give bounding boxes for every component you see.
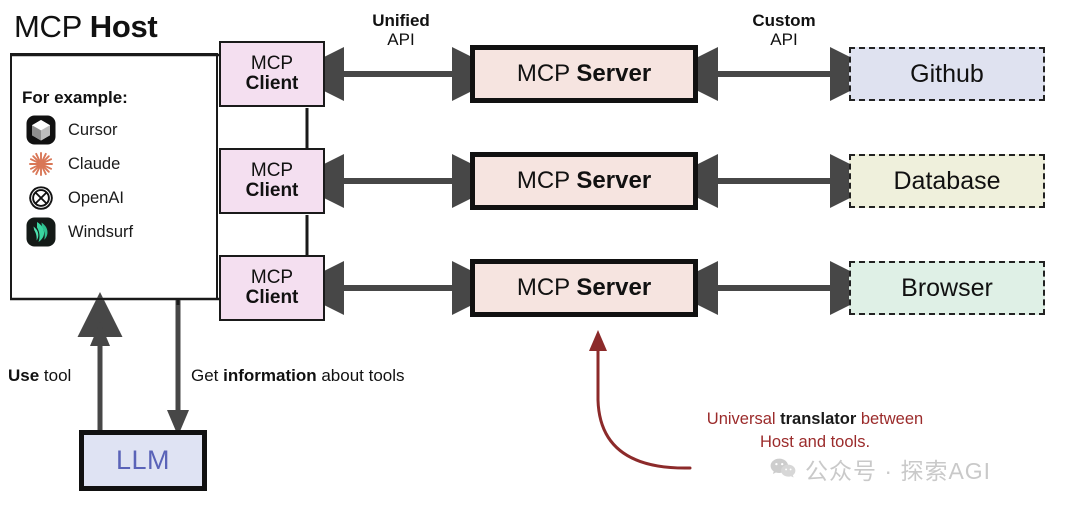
title-regular: MCP [14,9,90,44]
llm-box[interactable]: LLM [79,430,207,491]
annotation-line1-bold: translator [780,410,857,428]
mcp-server-label: MCP Server [516,60,652,87]
example-list: Cursor Claude [26,113,133,249]
example-label: Claude [68,154,121,173]
external-label: Database [893,166,1001,195]
external-box-database[interactable]: Database [849,154,1045,208]
mcp-client-line1: MCP [250,160,294,182]
mcp-client-line2: Client [245,287,299,308]
example-label: Windsurf [68,222,134,241]
mcp-client-line2: Client [245,73,299,94]
get-info-pre: Get [191,366,224,385]
annotation-line1-post: between [856,410,924,428]
use-tool-caption: Use tool [8,366,71,386]
use-tool-plain: tool [39,366,72,385]
mcp-server-box-2[interactable]: MCP Server [470,152,698,210]
llm-label: LLM [115,445,171,475]
unified-api-label: Unified API [347,11,455,49]
external-box-github[interactable]: Github [849,47,1045,101]
wechat-icon [770,458,796,478]
claude-icon [29,152,53,176]
use-tool-bold: Use [8,366,40,385]
mcp-server-label: MCP Server [516,274,652,301]
get-info-post: about tools [316,366,405,385]
mcp-client-box-3[interactable]: MCP Client [219,255,325,321]
windsurf-icon [26,217,56,247]
for-example-label: For example: [22,88,128,107]
custom-api-bold: Custom [752,11,816,30]
mcp-client-line1: MCP [250,267,294,289]
unified-api-plain: API [387,29,415,49]
watermark-text: 公众号 · 探索AGI [805,458,992,484]
custom-api-label: Custom API [730,11,838,49]
mcp-server-label: MCP Server [516,167,652,194]
watermark: 公众号 · 探索AGI [770,452,991,486]
unified-api-bold: Unified [372,11,430,30]
get-info-bold: information [223,366,317,385]
external-box-browser[interactable]: Browser [849,261,1045,315]
custom-api-plain: API [770,29,798,49]
mcp-server-box-1[interactable]: MCP Server [470,45,698,103]
translator-annotation: Universal translator between Host and to… [650,408,980,455]
list-item-windsurf: Windsurf [26,215,133,249]
external-label: Browser [901,273,993,302]
example-label: OpenAI [68,188,124,207]
mcp-client-line2: Client [245,180,299,201]
mcp-client-line1: MCP [250,53,294,75]
example-label: Cursor [68,120,118,139]
page-title: MCP Host [14,9,158,45]
list-item-openai: OpenAI [26,181,133,215]
mcp-server-box-3[interactable]: MCP Server [470,259,698,317]
list-item-cursor: Cursor [26,113,133,147]
annotation-line1-pre: Universal [706,410,781,428]
list-item-claude: Claude [26,147,133,181]
mcp-client-box-2[interactable]: MCP Client [219,148,325,214]
external-label: Github [910,59,984,88]
mcp-host-container [10,53,218,300]
annotation-line2: Host and tools. [759,433,871,452]
cursor-icon [26,115,56,145]
openai-icon [29,186,53,210]
mcp-client-box-1[interactable]: MCP Client [219,41,325,107]
title-bold: Host [89,9,158,44]
get-information-caption: Get information about tools [191,366,405,386]
